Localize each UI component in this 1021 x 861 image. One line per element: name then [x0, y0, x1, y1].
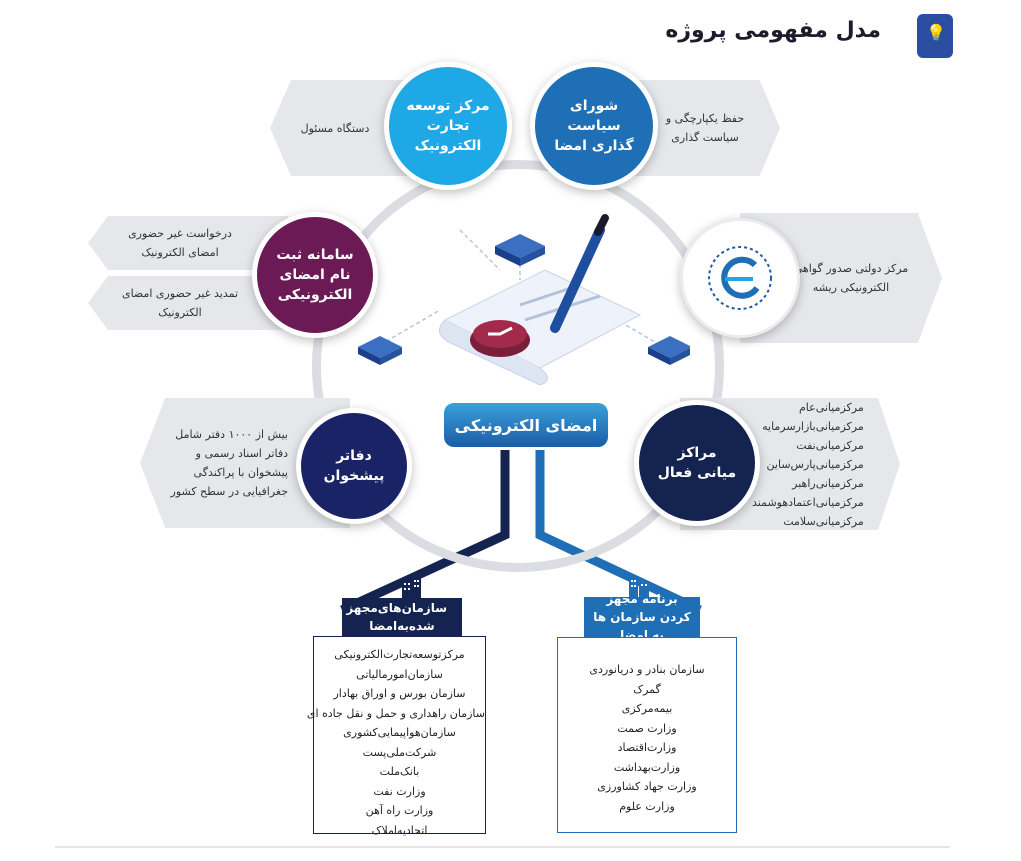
building-icon — [402, 576, 421, 598]
equipped-orgs-list: مرکزتوسعه‌تجارت‌الکترونیکی سازمان‌امورمال… — [306, 636, 486, 837]
network-node-icon — [495, 234, 545, 266]
center-label: امضای الکترونیکی — [444, 403, 608, 447]
program-org-item: وزارت جهاد کشاورزی — [597, 780, 697, 793]
circle-service-offices: دفاتر پیشخوان — [296, 408, 412, 524]
intermediate-center-item: مرکزمیانی‌پارس‌ساین — [766, 457, 864, 471]
intermediate-center-item: مرکزمیانی‌عام — [798, 400, 864, 414]
building-icon — [629, 577, 649, 597]
building-icon-right — [628, 575, 650, 597]
certificate-logo-icon — [708, 246, 772, 310]
equipped-org-item: اتحادیه‌املاک — [371, 823, 428, 837]
equipped-org-item: سازمان‌امورمالیاتی — [356, 667, 443, 681]
program-org-item: وزارت صمت — [617, 721, 677, 735]
equipped-orgs-label: سازمان‌های‌مجهز شده‌به‌امضا — [342, 598, 462, 636]
intermediate-center-item: مرکزمیانی‌بازار‌سرمایه — [762, 419, 864, 433]
root-ca-logo-circle — [680, 218, 800, 338]
equipped-org-item: شرکت‌ملی‌پست — [362, 745, 437, 759]
program-org-item: سازمان بنادر و دریانوردی — [589, 663, 705, 676]
intermediate-center-item: مرکزمیانی‌سلامت — [783, 514, 864, 528]
equipped-org-item: وزارت نفت — [373, 784, 426, 798]
program-org-item: گمرک — [633, 682, 661, 696]
equipped-org-item: سازمان راهداری و حمل و نقل جاده ای — [306, 706, 485, 720]
equipped-org-item: سازمان‌هواپیمایی‌کشوری — [343, 726, 456, 739]
document-pen-icon — [358, 214, 690, 386]
intermediate-center-item: مرکزمیانی‌راهبر — [792, 476, 864, 490]
page-title: مدل مفهومی پروژه — [665, 18, 881, 43]
equipped-org-item: بانک‌ملت — [379, 765, 420, 778]
program-org-item: وزارت‌اقتصاد — [617, 741, 677, 754]
circle-intermediate-centers: مراکز میانی فعال — [634, 400, 760, 526]
central-ring — [312, 160, 724, 572]
bottom-divider — [55, 846, 950, 848]
circle-ecommerce-center: مرکز توسعه تجارت الکترونیک — [384, 62, 512, 190]
program-orgs-list: سازمان بنادر و دریانوردی گمرک بیمه‌مرکزی وز… — [557, 637, 737, 833]
equipped-org-item: مرکزتوسعه‌تجارت‌الکترونیکی — [334, 648, 465, 661]
equipped-org-item: وزارت راه آهن — [365, 804, 434, 817]
building-icon-left — [400, 576, 422, 598]
program-label: برنامه مجهز کردن سازمان ها به امضا — [584, 592, 700, 642]
intermediate-center-item: مرکزمیانی‌نفت — [796, 438, 864, 452]
lightbulb-icon: 💡 — [917, 14, 953, 58]
circle-registration-system: سامانه ثبت نام امضای الکترونیکی — [252, 212, 378, 338]
intermediate-centers-list: مرکزمیانی‌عام مرکزمیانی‌بازار‌سرمایه مرکزم… — [752, 398, 864, 530]
circle-policy-council: شورای سیاست گذاری امضا — [530, 62, 658, 190]
program-org-item: وزارت‌بهداشت — [613, 760, 681, 774]
program-org-item: وزارت علوم — [619, 799, 675, 813]
program-org-item: بیمه‌مرکزی — [621, 702, 673, 715]
equipped-org-item: سازمان بورس و اوراق بهادار — [333, 687, 466, 700]
intermediate-center-item: مرکزمیانی‌اعتماد‌هوشمند — [752, 495, 864, 509]
